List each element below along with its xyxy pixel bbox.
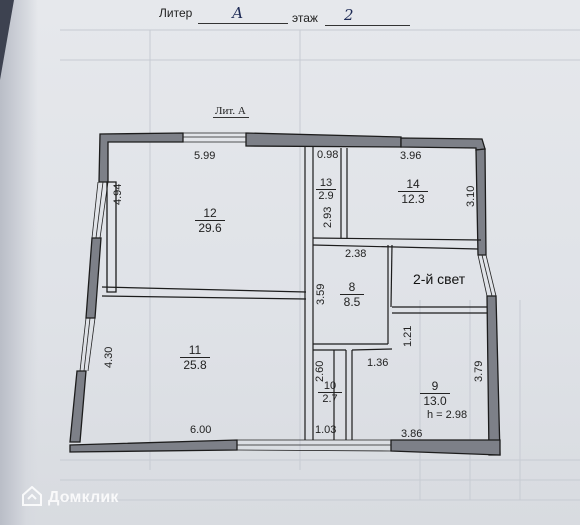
room-11-area: 25.8: [180, 357, 210, 372]
room-13-number: 13: [319, 177, 333, 189]
dim-left-upper-height: 4.94: [112, 183, 124, 205]
dim-left-lower-height: 4.30: [103, 346, 115, 368]
dim-r8-height: 3.59: [315, 283, 327, 305]
room-14-area: 12.3: [398, 191, 428, 206]
dim-bottom-right-width: 3.86: [401, 428, 423, 440]
room-9-area: 13.0: [420, 393, 450, 408]
dim-r14-height: 3.10: [465, 185, 477, 207]
room-12-label: 12 29.6: [195, 206, 225, 235]
dim-r10-height: 2.60: [314, 360, 326, 382]
plan-caption: Лит. А: [215, 105, 246, 117]
liter-underline: [198, 23, 288, 24]
liter-label: Литер: [159, 6, 193, 20]
dim-bottom-corridor-width: 1.03: [315, 424, 337, 436]
dim-r8-width: 2.38: [345, 248, 367, 260]
page-corner: [0, 0, 14, 80]
room-8-area: 8.5: [340, 294, 364, 309]
room-14-number: 14: [406, 177, 420, 191]
floor-label: этаж: [292, 11, 318, 25]
interior-walls: [101, 147, 487, 440]
room-12-number: 12: [203, 206, 217, 220]
room-9-number: 9: [431, 379, 439, 393]
liter-value: А: [232, 4, 244, 22]
page-edge-shadow: [0, 0, 38, 525]
floor-value: 2: [344, 6, 354, 24]
dim-top-right-width: 3.96: [400, 150, 422, 162]
room-11-number: 11: [188, 343, 202, 357]
room-9-label: 9 13.0: [420, 379, 450, 408]
dim-top-left-width: 5.99: [194, 150, 216, 162]
room-10-number: 10: [323, 380, 337, 392]
dim-small-height: 1.21: [402, 325, 414, 347]
dim-r13-height: 2.93: [322, 206, 334, 228]
room-11-label: 11 25.8: [180, 343, 210, 372]
floor-underline: [325, 25, 410, 26]
dim-top-corridor-width: 0.98: [317, 149, 339, 161]
room-10-area: 2.7: [318, 392, 342, 405]
room-8-label: 8 8.5: [340, 280, 364, 309]
dim-bottom-left-width: 6.00: [190, 424, 212, 436]
watermark-brand: Домклик: [48, 489, 119, 506]
plan-caption-underline: [213, 117, 249, 118]
room-10-label: 10 2.7: [318, 380, 342, 405]
left-wall: [85, 237, 102, 319]
second-light-label: 2-й свет: [413, 271, 466, 287]
dim-r9-step-width: 1.36: [367, 357, 389, 369]
windows: [79, 132, 497, 452]
room-8-number: 8: [348, 280, 356, 294]
background-grid: [60, 29, 580, 501]
height-note: h = 2.98: [427, 409, 468, 421]
room-12-area: 29.6: [195, 220, 225, 235]
dim-r9-height: 3.79: [473, 360, 485, 382]
domclick-logo-icon: [22, 486, 42, 506]
room-13-label: 13 2.9: [316, 177, 336, 202]
room-13-area: 2.9: [316, 189, 336, 202]
room-14-label: 14 12.3: [398, 177, 428, 206]
outer-walls: [69, 132, 501, 456]
